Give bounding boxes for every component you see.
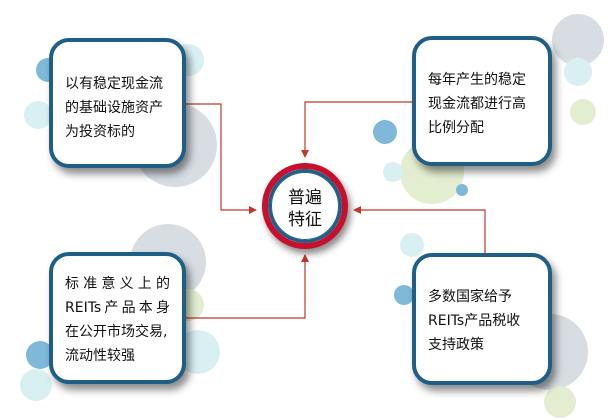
decor-bubble	[456, 184, 468, 196]
feature-text-line: REITs产品税收	[428, 313, 521, 329]
center-hub-label-line: 特征	[288, 210, 322, 230]
center-hub-label-line: 普遍	[288, 188, 322, 208]
center-hub-general-features: 普遍 特征	[262, 163, 348, 249]
decor-bubble	[383, 162, 403, 182]
feature-text-line: 多数国家给予	[428, 289, 512, 305]
feature-box-high-liquidity: 标准意义上的 REITs产品本身 在公开市场交易, 流动性较强	[49, 252, 186, 384]
decor-bubble	[570, 99, 596, 125]
feature-text-line: 流动性较强	[65, 348, 135, 364]
decor-bubble	[544, 386, 576, 418]
feature-box-stable-cashflow-assets: 以有稳定现金流 的基础设施资产 为投资标的	[49, 38, 186, 168]
feature-text-line: 在公开市场交易,	[65, 324, 168, 340]
feature-text-line: 比例分配	[428, 120, 484, 136]
feature-text-line: 的基础设施资产	[65, 100, 163, 116]
decor-bubble	[176, 330, 220, 374]
feature-text-line: 为投资标的	[65, 124, 135, 140]
feature-text-line: 现金流都进行高	[428, 96, 526, 112]
connector-top-right	[301, 101, 412, 158]
feature-text-line: 支持政策	[428, 337, 484, 353]
decor-bubble	[394, 285, 414, 305]
feature-box-tax-support: 多数国家给予 REITs产品税收 支持政策	[412, 253, 552, 385]
connector-bottom-right	[353, 206, 486, 253]
connector-top-left	[185, 103, 257, 214]
feature-text-line: 标准意义上的	[65, 276, 170, 292]
feature-text-line: REITs产品本身	[65, 300, 170, 316]
decor-bubble	[564, 58, 592, 86]
center-hub-inner-ring	[271, 172, 339, 240]
decor-bubble	[400, 233, 424, 257]
feature-text-line: 以有稳定现金流	[65, 76, 163, 92]
feature-text-line: 每年产生的稳定	[428, 72, 526, 88]
decor-bubble	[373, 120, 397, 144]
decor-bubble	[24, 101, 52, 129]
connector-bottom-left	[185, 254, 309, 319]
center-hub-label: 普遍 特征	[268, 187, 342, 231]
decor-bubble	[552, 14, 604, 66]
decor-bubble	[26, 341, 54, 369]
feature-box-high-distribution: 每年产生的稳定 现金流都进行高 比例分配	[412, 36, 552, 166]
decor-bubble	[20, 369, 52, 401]
